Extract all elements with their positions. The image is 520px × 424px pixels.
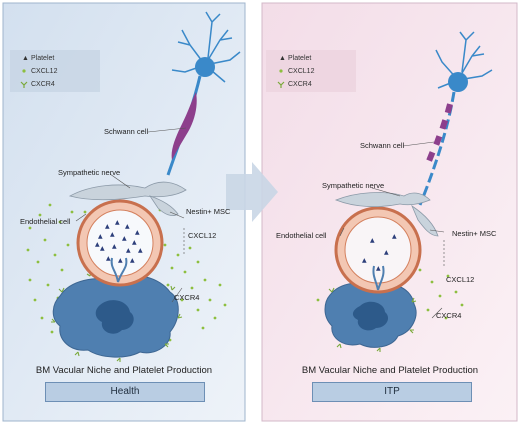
- svg-text:▲: ▲: [376, 265, 381, 272]
- health-leader-lines: [75, 127, 187, 303]
- svg-text:▲: ▲: [100, 245, 105, 252]
- health-label-sympathetic: Sympathetic nerve: [58, 168, 120, 177]
- health-legend-platelet: Platelet: [31, 55, 54, 62]
- health-platelets: ▲▲▲▲ ▲▲▲▲ ▲▲▲▲ ▲▲▲▲: [95, 219, 143, 264]
- cxcl12-dot-icon: [279, 69, 283, 73]
- health-sympathetic-nerve: [68, 181, 187, 201]
- health-label-schwann: Schwann cell: [104, 127, 149, 136]
- itp-leader-lines: [339, 141, 445, 319]
- itp-schwann-cell: [426, 103, 453, 162]
- health-label-endothelial: Endothelial cell: [20, 217, 71, 226]
- svg-text:▲: ▲: [132, 239, 137, 246]
- platelet-icon: ▲: [22, 55, 29, 62]
- itp-cxcr4-receptors: [328, 287, 417, 352]
- itp-legend-cxcr4: CXCR4: [288, 81, 312, 88]
- health-legend-cxcr4: CXCR4: [31, 81, 55, 88]
- itp-label-cxcr4: CXCR4: [436, 311, 461, 320]
- cxcr4-receptor-icon: [277, 81, 285, 88]
- itp-cxcl12-dots: [316, 268, 464, 320]
- svg-text:▲: ▲: [138, 247, 143, 254]
- itp-caption: BM Vacular Niche and Platelet Production: [301, 365, 479, 376]
- health-label-cxcl12: CXCL12: [188, 231, 216, 240]
- svg-text:▲: ▲: [110, 231, 115, 238]
- itp-legend-platelet: Platelet: [288, 55, 311, 62]
- itp-axon: [418, 91, 456, 206]
- svg-text:▲: ▲: [125, 223, 130, 230]
- svg-text:▲: ▲: [106, 255, 111, 262]
- cxcr4-receptor-icon: [20, 81, 28, 88]
- svg-text:▲: ▲: [130, 257, 135, 264]
- svg-text:▲: ▲: [118, 257, 123, 264]
- itp-label-sympathetic: Sympathetic nerve: [322, 181, 384, 190]
- svg-text:▲: ▲: [112, 243, 117, 250]
- svg-text:▲: ▲: [370, 237, 375, 244]
- svg-text:▲: ▲: [95, 241, 100, 248]
- svg-text:▲: ▲: [122, 235, 127, 242]
- itp-nestin-msc: [411, 204, 439, 237]
- svg-text:▲: ▲: [384, 249, 389, 256]
- itp-sympathetic-nerve: [334, 192, 431, 208]
- svg-text:▲: ▲: [392, 233, 397, 240]
- health-legend-cxcl12: CXCL12: [31, 68, 58, 75]
- svg-text:▲: ▲: [115, 219, 120, 226]
- health-diagram: ▲ Platelet CXCL12 CXCR4: [10, 11, 241, 362]
- svg-text:▲: ▲: [126, 247, 131, 254]
- health-schwann-cell: [171, 92, 197, 160]
- itp-diagram: ▲ Platelet CXCL12 CXCR4 ▲ ▲ ▲ ▲ ▲: [266, 31, 497, 352]
- itp-proplatelet: [372, 265, 385, 291]
- health-neuron-body: [195, 57, 215, 77]
- itp-vessel-lumen: [344, 216, 412, 284]
- platelet-icon: ▲: [279, 55, 286, 62]
- health-caption: BM Vacular Niche and Platelet Production: [35, 365, 213, 376]
- itp-label-cxcl12: CXCL12: [446, 275, 474, 284]
- svg-text:▲: ▲: [135, 229, 140, 236]
- itp-neuron-body: [448, 72, 468, 92]
- itp-label-nestin: Nestin+ MSC: [452, 229, 497, 238]
- itp-state-label: ITP: [312, 382, 472, 402]
- health-label-cxcr4: CXCR4: [174, 293, 199, 302]
- itp-platelets: ▲ ▲ ▲ ▲ ▲: [362, 233, 397, 272]
- health-megakaryocyte-nucleus: [95, 300, 134, 334]
- transition-arrow: [226, 162, 278, 222]
- itp-legend-cxcl12: CXCL12: [288, 68, 315, 75]
- itp-label-schwann: Schwann cell: [360, 141, 405, 150]
- cxcl12-dot-icon: [22, 69, 26, 73]
- health-nestin-msc: [149, 195, 179, 216]
- health-state-label: Health: [45, 382, 205, 402]
- health-label-nestin: Nestin+ MSC: [186, 207, 231, 216]
- health-proplatelet: [110, 257, 128, 283]
- itp-label-endothelial: Endothelial cell: [276, 231, 327, 240]
- svg-text:▲: ▲: [362, 257, 367, 264]
- itp-megakaryocyte-nucleus: [352, 301, 389, 331]
- svg-text:▲: ▲: [98, 233, 103, 240]
- svg-text:▲: ▲: [105, 223, 110, 230]
